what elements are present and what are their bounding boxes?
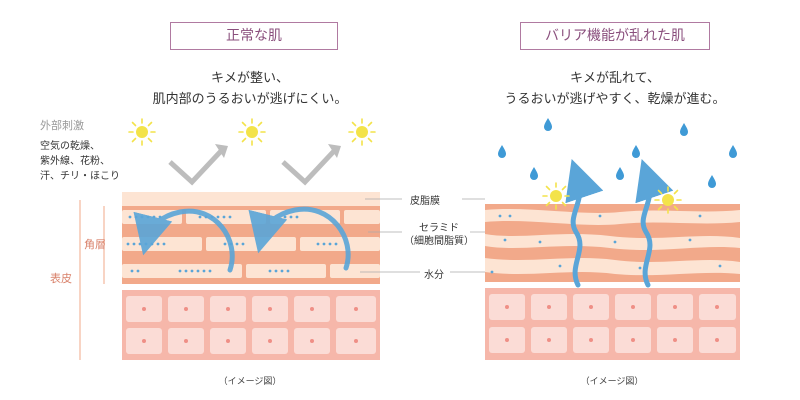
left-caption-line1: キメが整い、 (210, 71, 289, 86)
ceramide-label-line1: セラミド (419, 223, 459, 234)
right-blue-wave-arrow-2 (635, 159, 674, 288)
right-blue-wave-arrow-1 (565, 159, 604, 288)
left-caption: キメが整い、 肌内部のうるおいが逃げにくい。 (120, 68, 380, 110)
external-line3: 汗、チリ・ほこり (40, 171, 120, 182)
left-caption-line2: 肌内部のうるおいが逃げにくい。 (152, 92, 348, 107)
right-bricks (485, 209, 740, 276)
water-label: 水分 (424, 270, 444, 281)
epidermis-label: 表皮 (50, 272, 72, 285)
left-image-note: （イメージ図） (218, 377, 282, 387)
right-epidermis (485, 288, 740, 360)
sun-icon (238, 118, 266, 146)
external-stimulus-block: 外部刺激 空気の乾燥、 紫外線、花粉、 汗、チリ・ほこり (40, 118, 160, 184)
ceramide-label-line2: （細胞間脂質） (404, 236, 474, 247)
left-blue-curve-arrow-2 (248, 206, 351, 271)
right-caption-line2: うるおいが逃げやすく、乾燥が進む。 (504, 92, 726, 107)
left-gray-arrow-2 (281, 148, 337, 186)
right-image-note: （イメージ図） (580, 377, 644, 387)
ceramide-label: セラミド （細胞間脂質） (404, 222, 474, 248)
sebum-label: 皮脂膜 (410, 196, 440, 207)
left-title: 正常な肌 (170, 22, 338, 50)
water-drops (498, 118, 737, 188)
sun-icon (348, 118, 376, 146)
right-caption: キメが乱れて、 うるおいが逃げやすく、乾燥が進む。 (470, 68, 760, 110)
external-line1: 空気の乾燥、 (40, 141, 100, 152)
right-caption-line1: キメが乱れて、 (570, 71, 660, 86)
external-stimulus-title: 外部刺激 (40, 119, 84, 132)
horny-layer-label: 角層 (84, 238, 106, 251)
left-sebum-layer (122, 192, 380, 206)
sun-icon (654, 186, 682, 214)
right-cells (489, 294, 736, 353)
sun-icon (542, 182, 570, 210)
external-line2: 紫外線、花粉、 (40, 156, 110, 167)
left-blue-curve-arrow-1 (133, 208, 235, 273)
right-title: バリア機能が乱れた肌 (520, 22, 710, 50)
right-water-dots (490, 214, 722, 274)
left-gray-arrow-1 (168, 148, 224, 186)
